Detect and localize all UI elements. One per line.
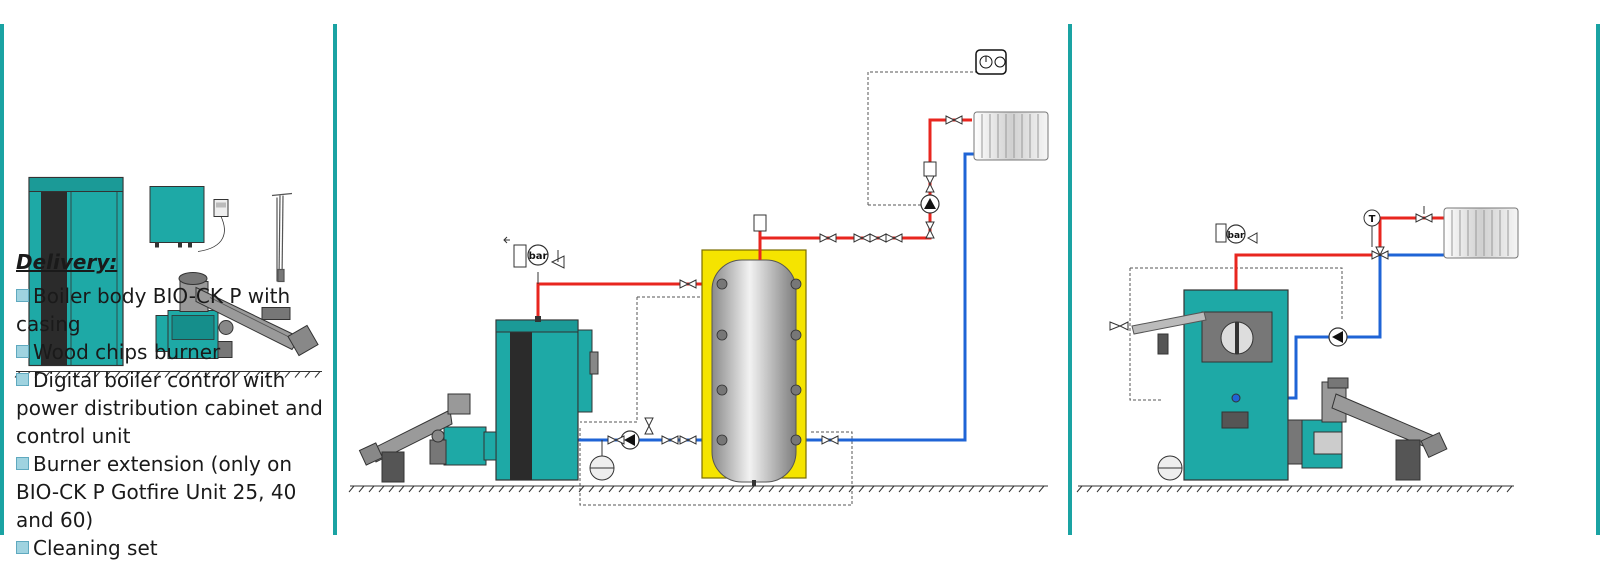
- burner-icon: [1301, 377, 1448, 481]
- ground-line: [348, 485, 1048, 493]
- buffer-tank-icon: [701, 214, 807, 486]
- divider-left: [0, 24, 4, 535]
- delivery-item: Cleaning set: [16, 534, 334, 562]
- safety-group-icon: bar: [503, 236, 565, 284]
- pump-icon: [620, 430, 640, 450]
- delivery-item: Digital boiler control with power distri…: [16, 366, 334, 450]
- burner-icon: [358, 393, 497, 483]
- ash-auger-icon: [1109, 311, 1207, 335]
- delivery-item: Wood chips burner: [16, 338, 334, 366]
- control-cabinet-icon: [149, 186, 229, 252]
- thermometer-icon: T: [1363, 209, 1381, 247]
- boiler-icon: [1157, 289, 1303, 481]
- buffer-tank-scheme: bar: [348, 49, 1049, 506]
- divider-right: [1596, 24, 1600, 535]
- radiator-icon: [973, 111, 1049, 161]
- valve-icons: [607, 115, 963, 445]
- pump-icon: [920, 194, 940, 214]
- safety-group-icon: bar: [1215, 223, 1258, 244]
- direct-heating-scheme: bar T: [1076, 206, 1519, 493]
- pressure-gauge-label: bar: [1228, 231, 1246, 241]
- room-controller-icon: [975, 49, 1007, 75]
- control-wiring: [1129, 267, 1343, 401]
- divider-2: [1068, 24, 1072, 535]
- cleaning-set-icon: [271, 192, 293, 283]
- pump-icon: [1328, 327, 1348, 347]
- pressure-gauge-label: bar: [529, 251, 548, 262]
- ground-line: [1076, 485, 1514, 493]
- mixing-valve-icon: [1371, 246, 1389, 260]
- delivery-item: Boiler body BIO-CK P with casing: [16, 282, 334, 338]
- expansion-vessel-icon: [1157, 455, 1183, 481]
- boiler-icon: [495, 316, 599, 481]
- thermometer-label: T: [1369, 214, 1376, 225]
- radiator-icon: [1443, 207, 1519, 259]
- delivery-heading: Delivery:: [16, 250, 118, 274]
- valve-icon: [1415, 206, 1433, 223]
- delivery-item: Burner extension (only on BIO-CK P Gotfi…: [16, 450, 334, 534]
- delivery-list: Delivery: Boiler body BIO-CK P with casi…: [16, 248, 334, 562]
- control-wiring: [579, 71, 978, 506]
- expansion-vessel-icon: [589, 440, 615, 481]
- divider-1: [333, 24, 337, 535]
